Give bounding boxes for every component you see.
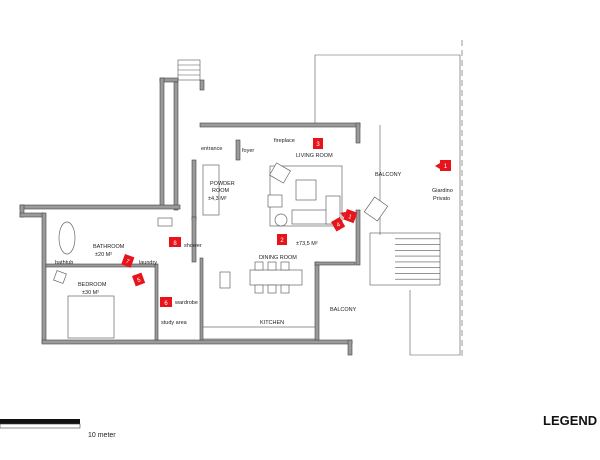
label-powder: POWDER xyxy=(210,181,235,187)
label-foyer: foyer xyxy=(242,148,254,154)
label-bathroom-area: ±20 M² xyxy=(95,252,112,258)
svg-text:1: 1 xyxy=(347,214,353,221)
label-living-area: ±73,5 M² xyxy=(296,241,318,247)
label-wardrobe: wardrobe xyxy=(174,300,198,306)
label-bathroom: BATHROOM xyxy=(93,244,125,250)
camera-marker-7[interactable]: 7 xyxy=(121,254,135,268)
svg-text:5: 5 xyxy=(136,277,142,284)
scale-label: 10 meter xyxy=(88,432,116,439)
legend-title: LEGEND xyxy=(543,413,598,428)
svg-text:8: 8 xyxy=(173,241,177,247)
camera-marker-8[interactable]: 8 xyxy=(169,237,181,247)
svg-text:3: 3 xyxy=(316,142,320,148)
label-shower: shower xyxy=(184,243,202,249)
label-bedroom: BEDROOM xyxy=(78,282,107,288)
label-powder-area: ±4,3 M² xyxy=(208,196,227,202)
camera-marker-5[interactable]: 5 xyxy=(132,272,146,287)
camera-marker-3[interactable]: 3 xyxy=(313,138,323,149)
svg-text:6: 6 xyxy=(164,301,168,307)
entry-stairs xyxy=(177,59,201,81)
camera-marker-1-garden[interactable]: 1 xyxy=(435,160,451,171)
label-garden-2: Privato xyxy=(433,196,450,202)
svg-text:1: 1 xyxy=(444,164,448,170)
furniture xyxy=(53,162,389,340)
label-balcony-main: BALCONY xyxy=(375,172,402,178)
markers: 1 1 2 3 4 5 6 7 8 xyxy=(121,138,451,307)
camera-marker-2[interactable]: 2 xyxy=(277,234,287,245)
scale-bar xyxy=(0,419,81,429)
camera-marker-6[interactable]: 6 xyxy=(160,297,172,307)
label-living-room: LIVING ROOM xyxy=(296,153,333,159)
label-dining-room: DINING ROOM xyxy=(259,255,297,261)
svg-text:7: 7 xyxy=(125,259,131,266)
room-labels: LIVING ROOM ±73,5 M² DINING ROOM KITCHEN… xyxy=(55,138,453,326)
label-powder-2: ROOM xyxy=(212,188,230,194)
label-garden: Giardino xyxy=(432,188,453,194)
label-study-area: study area xyxy=(161,320,188,326)
label-bedroom-area: ±30 M² xyxy=(82,290,99,296)
walls xyxy=(19,77,361,356)
svg-text:4: 4 xyxy=(336,222,342,229)
label-kitchen: KITCHEN xyxy=(260,320,284,326)
label-entrance: entrance xyxy=(201,146,222,152)
label-balcony-lower: BALCONY xyxy=(330,307,357,313)
label-bathtub: bathtub xyxy=(55,260,73,266)
camera-marker-1-living[interactable]: 1 xyxy=(339,207,358,224)
stairs xyxy=(369,232,441,286)
label-fireplace: fireplace xyxy=(274,138,295,144)
label-laundry: laundry xyxy=(139,260,157,266)
camera-marker-4[interactable]: 4 xyxy=(331,217,346,232)
svg-text:2: 2 xyxy=(280,238,284,244)
